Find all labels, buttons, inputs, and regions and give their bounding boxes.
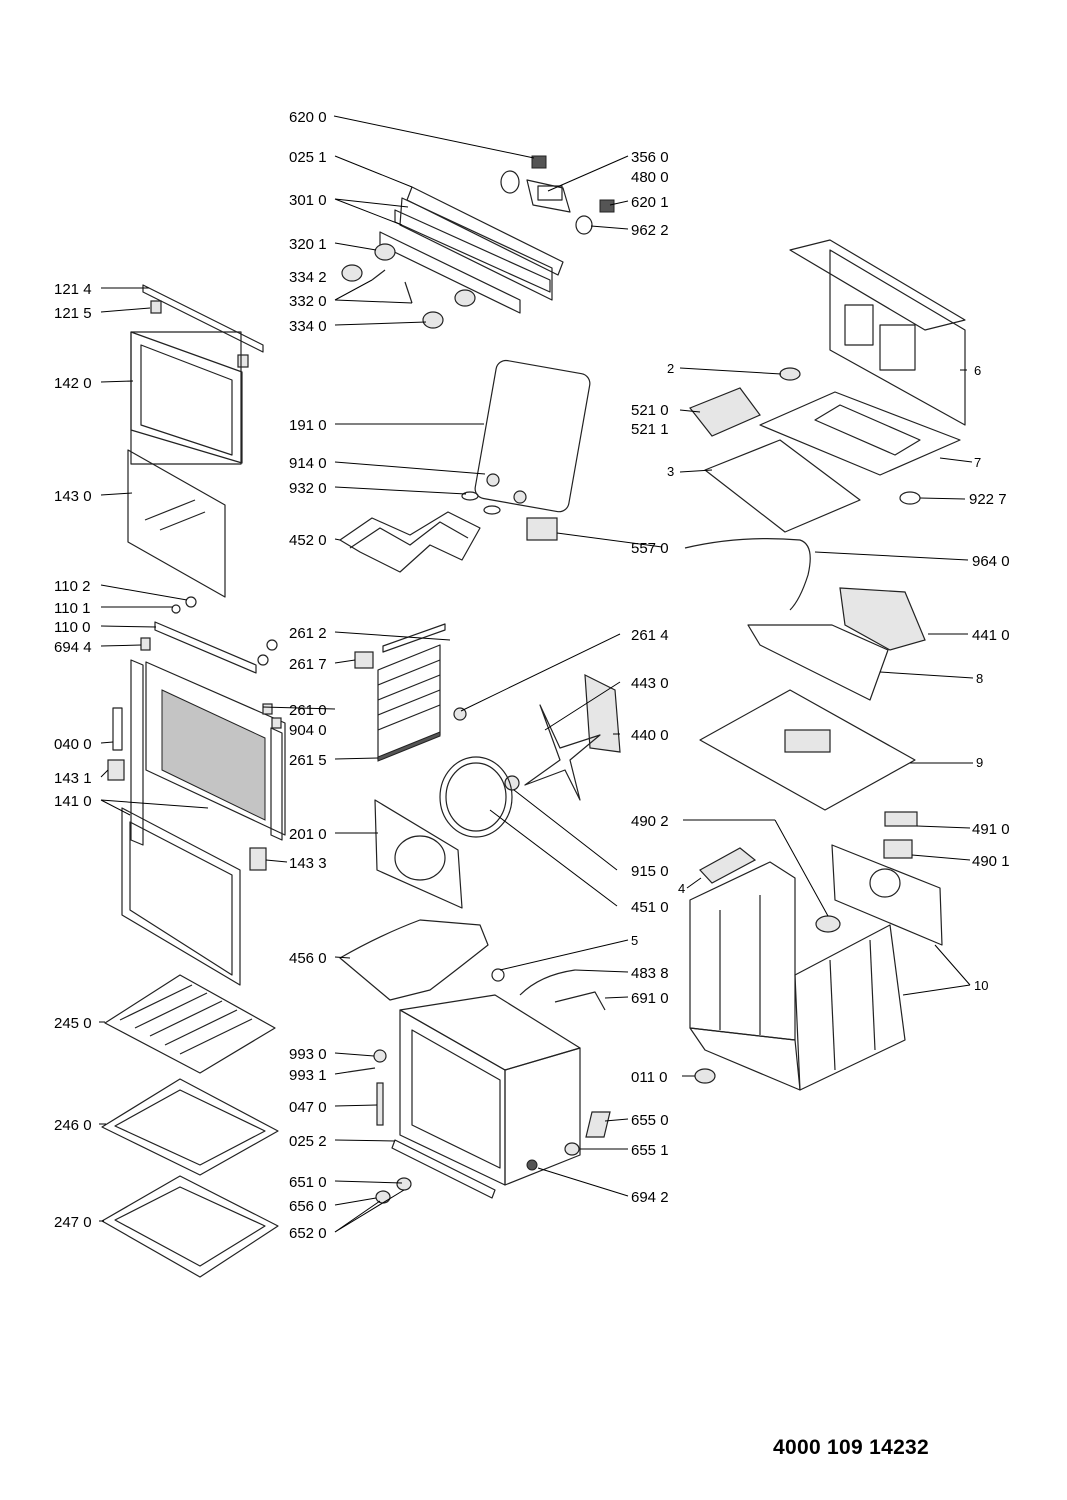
part-label-5: 5 [631,933,638,948]
oven-internals-drawing [339,359,811,1011]
part-label-301-0: 301 0 [289,192,327,209]
part-label-110-0: 110 0 [54,619,90,636]
part-label-932-0: 932 0 [289,480,327,497]
callout-labels: 620 0 025 1 301 0 320 1 334 2 332 0 334 … [54,109,1010,1242]
part-label-356-0: 356 0 [631,149,669,166]
part-label-480-0: 480 0 [631,169,669,186]
part-label-8: 8 [976,671,983,686]
part-label-10: 10 [974,978,988,993]
part-label-451-0: 451 0 [631,899,669,916]
part-label-964-0: 964 0 [972,553,1010,570]
part-label-245-0: 245 0 [54,1015,92,1032]
part-label-651-0: 651 0 [289,1174,327,1191]
part-label-557-0: 557 0 [631,540,669,557]
part-label-3: 3 [667,464,674,479]
part-label-141-0: 141 0 [54,793,92,810]
part-label-143-3: 143 3 [289,855,327,872]
part-label-2: 2 [667,361,674,376]
part-label-142-0: 142 0 [54,375,92,392]
part-label-655-0: 655 0 [631,1112,669,1129]
part-label-490-2: 490 2 [631,813,669,830]
part-label-691-0: 691 0 [631,990,669,1007]
part-label-334-0: 334 0 [289,318,327,335]
part-label-440-0: 440 0 [631,727,669,744]
part-label-4: 4 [678,881,685,896]
part-label-121-4: 121 4 [54,281,92,298]
part-label-201-0: 201 0 [289,826,327,843]
part-label-993-0: 993 0 [289,1046,327,1063]
part-label-490-1: 490 1 [972,853,1010,870]
part-label-261-4: 261 4 [631,627,669,644]
part-label-694-2: 694 2 [631,1189,669,1206]
part-label-483-8: 483 8 [631,965,669,982]
part-label-320-1: 320 1 [289,236,327,253]
part-label-261-5: 261 5 [289,752,327,769]
part-label-620-0: 620 0 [289,109,327,126]
part-label-915-0: 915 0 [631,863,669,880]
part-label-261-0: 261 0 [289,702,327,719]
part-label-025-2: 025 2 [289,1133,327,1150]
part-label-620-1: 620 1 [631,194,669,211]
door-drawing [107,284,286,986]
casing-drawing [689,239,966,1091]
part-label-191-0: 191 0 [289,417,327,434]
document-number: 4000 109 14232 [773,1436,930,1459]
part-label-025-1: 025 1 [289,149,327,166]
part-label-121-5: 121 5 [54,305,92,322]
trays-drawing [101,974,279,1278]
part-label-110-2: 110 2 [54,578,90,595]
part-label-993-1: 993 1 [289,1067,327,1084]
part-label-656-0: 656 0 [289,1198,327,1215]
part-drawings [101,155,966,1278]
part-label-047-0: 047 0 [289,1099,327,1116]
part-label-261-7: 261 7 [289,656,327,673]
control-panel-drawing [341,155,615,329]
part-label-443-0: 443 0 [631,675,669,692]
part-label-655-1: 655 1 [631,1142,669,1159]
part-label-922-7: 922 7 [969,491,1007,508]
part-label-9: 9 [976,755,983,770]
part-label-7: 7 [974,455,981,470]
part-label-143-1: 143 1 [54,770,92,787]
part-label-143-0: 143 0 [54,488,92,505]
part-label-521-0: 521 0 [631,402,669,419]
part-label-694-4: 694 4 [54,639,92,656]
part-label-011-0: 011 0 [631,1069,667,1086]
oven-cavity-drawing [347,994,611,1204]
part-label-904-0: 904 0 [289,722,327,739]
part-label-962-2: 962 2 [631,222,669,239]
part-label-914-0: 914 0 [289,455,327,472]
part-label-247-0: 247 0 [54,1214,92,1231]
part-label-491-0: 491 0 [972,821,1010,838]
part-label-261-2: 261 2 [289,625,327,642]
part-label-452-0: 452 0 [289,532,327,549]
part-label-456-0: 456 0 [289,950,327,967]
part-label-110-1: 110 1 [54,600,90,617]
part-label-441-0: 441 0 [972,627,1010,644]
part-label-040-0: 040 0 [54,736,92,753]
part-label-334-2: 334 2 [289,269,327,286]
part-label-6: 6 [974,363,981,378]
part-label-521-1: 521 1 [631,421,669,438]
part-label-246-0: 246 0 [54,1117,92,1134]
part-label-332-0: 332 0 [289,293,327,310]
leader-lines [99,115,974,1233]
part-label-652-0: 652 0 [289,1225,327,1242]
